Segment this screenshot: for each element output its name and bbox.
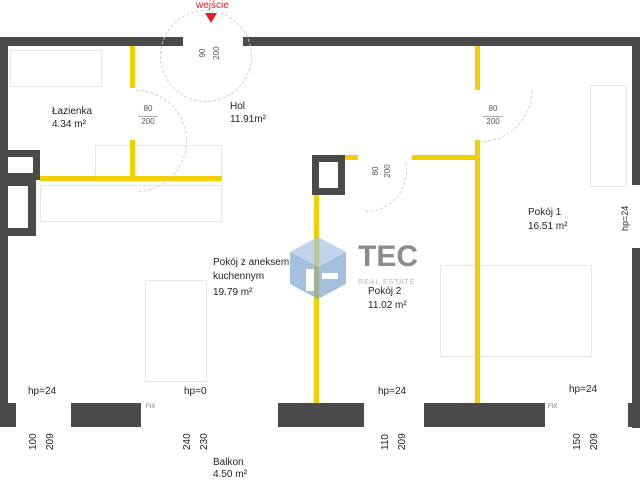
room-area: 4.34 m² [52, 119, 86, 130]
column-hollow [319, 162, 338, 188]
wardrobe-outline [590, 85, 627, 187]
window-sill-height: hp=24 [620, 205, 630, 231]
window-width: 150 [572, 433, 583, 450]
window-sill-height: hp=24 [28, 386, 57, 397]
door-width: 80 [143, 104, 153, 113]
window-height: 209 [397, 433, 408, 450]
door-swing [160, 10, 252, 102]
wall-bottom [0, 403, 16, 427]
entrance-label: wejście [196, 0, 229, 11]
wall-top-left [0, 37, 183, 46]
window-width: 110 [380, 434, 391, 450]
partition [475, 46, 480, 90]
partition [130, 46, 135, 88]
window-height: 209 [45, 433, 56, 450]
room-name-cont: kuchennym [213, 271, 265, 282]
partition [40, 176, 222, 181]
door-height: 200 [383, 164, 392, 178]
wall-bottom [628, 403, 640, 427]
partition [130, 140, 135, 178]
door-height: 200 [483, 116, 503, 127]
partition [475, 140, 480, 403]
logo-subtext: REAL ESTATE [358, 279, 416, 286]
window-sill-height: hp=24 [569, 384, 598, 395]
room-name: Pokój z aneksem [213, 257, 290, 268]
wall-right-lower [632, 248, 640, 428]
partition [412, 155, 477, 160]
room-name: Hol [230, 101, 246, 112]
furniture-outline [10, 50, 102, 87]
logo-text: TEC [358, 240, 418, 273]
wall-bottom [424, 403, 545, 427]
door-swing [475, 91, 532, 142]
room-name: Balkon [213, 457, 244, 468]
wall-bottom [71, 403, 141, 427]
wall-right-upper [632, 40, 640, 185]
door-width: 80 [488, 104, 498, 113]
room-name: Pokój 1 [528, 207, 562, 218]
entrance-arrow-icon [205, 13, 217, 23]
fix-label: FIX [146, 404, 156, 410]
bed-outline [440, 265, 592, 357]
wall-top-right [243, 37, 640, 46]
room-area: 11.91m² [230, 114, 266, 125]
door-height: 200 [212, 46, 221, 60]
furniture-outline [145, 280, 207, 382]
window-height: 230 [199, 433, 210, 450]
room-area: 4.50 m² [213, 469, 247, 480]
wall-bottom [278, 403, 364, 427]
door-width: 90 [198, 48, 207, 58]
kitchen-counter [40, 185, 222, 222]
room-name: Łazienka [52, 106, 93, 117]
door-width: 80 [371, 166, 380, 176]
shaft-hollow [8, 157, 33, 173]
tec-logo-icon [288, 235, 348, 306]
door-height: 200 [138, 116, 158, 127]
window-sill-height: hp=0 [184, 386, 207, 397]
partition [345, 155, 358, 160]
window-width: 100 [28, 433, 39, 450]
room-name: Pokój 2 [368, 286, 402, 297]
room-area: 16.51 m² [528, 221, 568, 232]
room-area: 11.02 m² [368, 300, 407, 311]
room-area: 19.79 m² [213, 287, 253, 298]
window-height: 209 [589, 433, 600, 450]
shaft-hollow [8, 186, 28, 228]
window-sill-height: hp=24 [378, 386, 407, 397]
window-width: 240 [182, 433, 193, 450]
fix-label: FIX [548, 404, 558, 410]
partition [314, 195, 319, 403]
